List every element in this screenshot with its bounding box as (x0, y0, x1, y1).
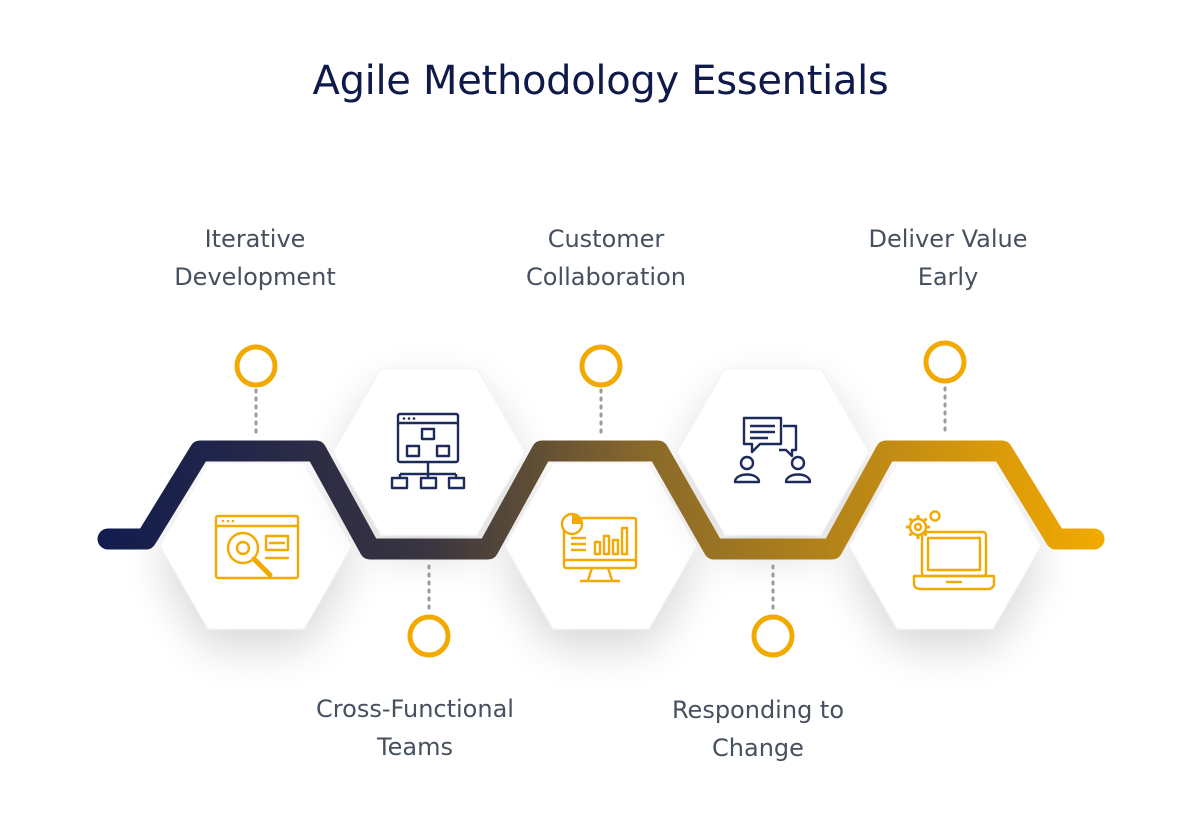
hierarchy-window-icon (390, 412, 466, 490)
process-path (97, 440, 1105, 560)
marker-circle (579, 344, 623, 388)
marker-circle (407, 614, 451, 658)
marker-circle (923, 340, 967, 384)
hexagon-tile (676, 368, 870, 536)
gear-magnifier-window-icon (214, 514, 300, 580)
hexagon-tile (159, 462, 353, 630)
laptop-gear-icon (906, 510, 996, 591)
marker-circle (751, 614, 795, 658)
hexagon-tile (332, 368, 526, 536)
marker-circle (234, 344, 278, 388)
hexagon-tile (848, 462, 1042, 630)
milestone-markers (234, 340, 967, 658)
analytics-monitor-icon (560, 512, 638, 583)
connector-lines (254, 386, 947, 614)
chat-users-icon (733, 416, 812, 484)
page-title: Agile Methodology Essentials (312, 58, 889, 104)
